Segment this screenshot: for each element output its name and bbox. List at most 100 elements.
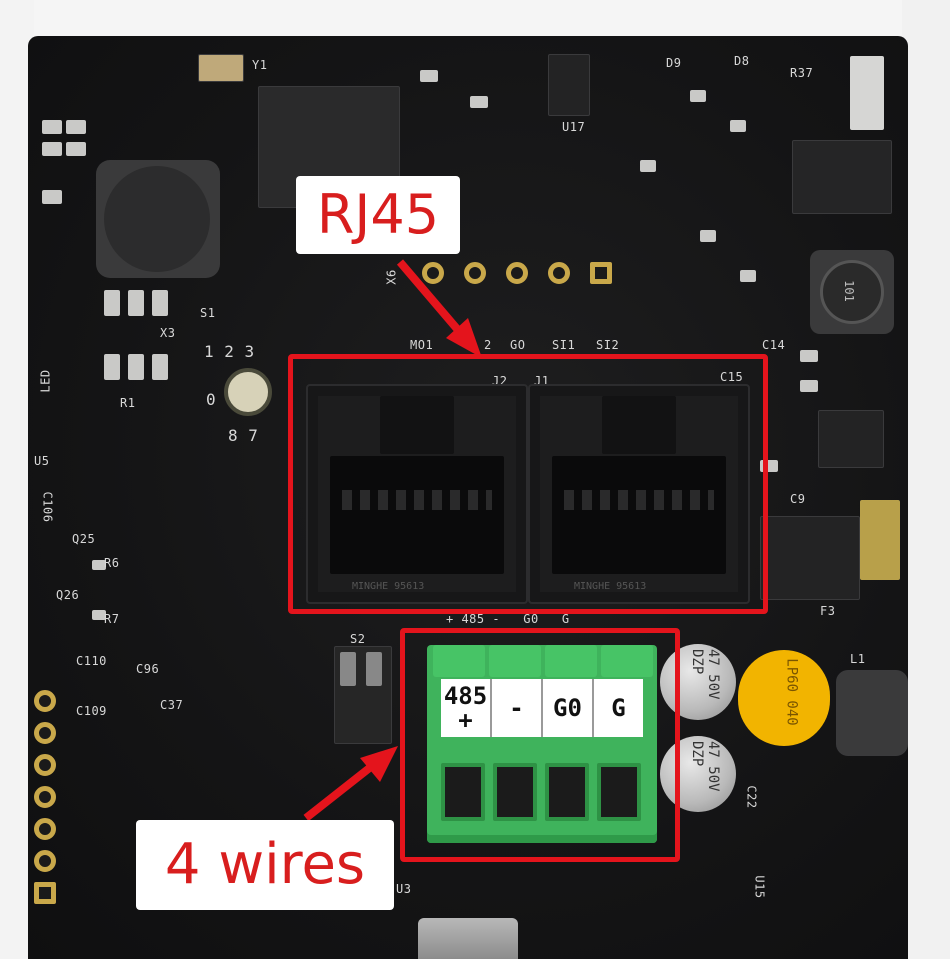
wires-callout-text: 4 wires [164, 832, 366, 897]
ptc-fuse: LP60 040 [738, 650, 830, 746]
terminal-label-g: G [594, 679, 643, 737]
terminal-label-bottom: + [458, 706, 473, 734]
rj45-jack-left[interactable]: MINGHE 95613 [306, 384, 528, 604]
silk-s1: S1 [200, 306, 216, 320]
x6-pin-2 [464, 262, 486, 284]
crystal [198, 54, 244, 82]
silk-q25: Q25 [72, 532, 96, 546]
silk-go: GO [510, 338, 526, 352]
silk-c109: C109 [76, 704, 107, 718]
silk-rotary-side: 0 [206, 390, 217, 409]
silk-r1: R1 [120, 396, 136, 410]
smd-pad [128, 290, 144, 316]
rotary-address-switch[interactable] [224, 368, 272, 416]
silk-c96: C96 [136, 662, 160, 676]
smd-pad [640, 160, 656, 172]
silk-s2: S2 [350, 632, 366, 646]
terminal-screw-slot-4[interactable] [597, 763, 641, 821]
smd-pad [152, 290, 168, 316]
enclosure-right-edge [902, 0, 950, 959]
left-header-pin [34, 786, 56, 808]
smd-pad [690, 90, 706, 102]
dip-toggle-1[interactable] [340, 652, 356, 686]
smd-pad [730, 120, 746, 132]
rj45-jack-mark: MINGHE 95613 [574, 581, 647, 592]
small-ic [818, 410, 884, 468]
terminal-label-g0: G0 [543, 679, 594, 737]
inductor-101: 101 [810, 250, 894, 334]
silk-u3: U3 [396, 882, 412, 896]
shielded-inductor-small [836, 670, 908, 756]
smd-pad [152, 354, 168, 380]
rj45-highlight-box [288, 354, 768, 614]
terminal-highlight-box [400, 628, 680, 862]
silk-c110: C110 [76, 654, 107, 668]
silk-d8: D8 [734, 54, 750, 68]
silk-c15: C15 [720, 370, 744, 384]
terminal-label-top: 485 [443, 682, 488, 710]
smd-pad [104, 354, 120, 380]
usb-c-port[interactable] [418, 918, 518, 959]
smd-pad [850, 56, 884, 130]
silk-r37: R37 [790, 66, 814, 80]
silk-2: 2 [484, 338, 492, 352]
terminal-label-485-minus: - [492, 679, 543, 737]
silk-q26: Q26 [56, 588, 80, 602]
rj45-jack-right[interactable]: MINGHE 95613 [528, 384, 750, 604]
silk-l1: L1 [850, 652, 866, 666]
x6-pin-4 [548, 262, 570, 284]
smd-pad [92, 610, 106, 620]
diode-package [760, 516, 860, 600]
electrolytic-capacitor-lower: 47 50V DZP [660, 736, 736, 812]
silk-rotary-bottom: 8 7 [228, 426, 259, 445]
wires-arrow-icon [303, 746, 398, 822]
smd-pad [470, 96, 488, 108]
left-header-pin [34, 722, 56, 744]
enclosure-top-edge [0, 0, 950, 36]
smd-pad [700, 230, 716, 242]
silk-f3: F3 [820, 604, 836, 618]
terminal-label-strip: 485 + - G0 G [441, 679, 643, 737]
smd-pad [42, 142, 62, 156]
silk-rotary-top: 1 2 3 [204, 342, 255, 361]
silk-connector-header: + 485 - G0 G [446, 612, 570, 626]
silk-u5: U5 [34, 454, 50, 468]
smd-pad [104, 290, 120, 316]
smd-pad [800, 380, 818, 392]
regulator-chip [792, 140, 892, 214]
terminal-label-bottom: G0 [553, 694, 582, 722]
silk-c37: C37 [160, 698, 184, 712]
smd-pad [740, 270, 756, 282]
silk-si1: SI1 [552, 338, 576, 352]
wires-callout: 4 wires [136, 820, 394, 910]
terminal-screw-slot-1[interactable] [441, 763, 485, 821]
sensor-chip [548, 54, 590, 116]
terminal-block[interactable]: 485 + - G0 G [427, 645, 657, 843]
silk-u17: U17 [562, 120, 586, 134]
electrolytic-capacitor-upper: 47 50V DZP [660, 644, 736, 720]
smd-pad [128, 354, 144, 380]
terminal-screw-slot-3[interactable] [545, 763, 589, 821]
left-header-pin [34, 882, 56, 904]
dip-toggle-2[interactable] [366, 652, 382, 686]
left-header-pin [34, 690, 56, 712]
smd-pad [66, 120, 86, 134]
smd-pad [92, 560, 106, 570]
silk-r7: R7 [104, 612, 120, 626]
terminal-screw-slot-2[interactable] [493, 763, 537, 821]
x6-pin-3 [506, 262, 528, 284]
x6-pin-1 [422, 262, 444, 284]
smd-pad [860, 500, 900, 580]
rj45-callout-text: RJ45 [316, 183, 440, 246]
smd-pad [42, 190, 62, 204]
smd-pad [42, 120, 62, 134]
rj45-callout: RJ45 [296, 176, 460, 254]
terminal-label-bottom: - [509, 694, 524, 722]
x6-pin-5 [590, 262, 612, 284]
smd-pad [800, 350, 818, 362]
power-inductor [96, 160, 220, 278]
terminal-label-485-plus: 485 + [441, 679, 492, 737]
rj45-jack-mark: MINGHE 95613 [352, 581, 425, 592]
